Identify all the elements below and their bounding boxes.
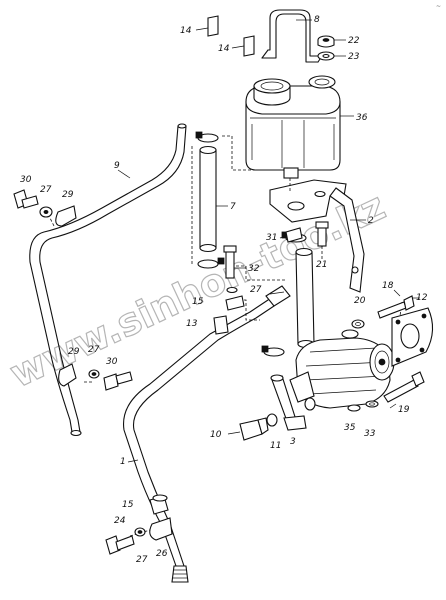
bolt-24 [105, 535, 135, 555]
callout-12: 12 [416, 293, 428, 303]
bolt-32 [223, 245, 238, 294]
callout-10: 10 [210, 430, 222, 440]
washer-23 [317, 51, 335, 61]
callout-3: 3 [290, 437, 296, 447]
hose-7 [199, 145, 217, 253]
nut-22 [317, 35, 335, 48]
callout-labels: 8 14 14 22 23 36 9 30 27 29 7 2 31 21 32… [20, 15, 428, 565]
elbow-fitting-3 [270, 374, 307, 431]
callout-9: 9 [114, 161, 120, 171]
callout-23: 23 [348, 52, 360, 62]
callout-31: 31 [266, 233, 277, 243]
pipe-1-fitting [265, 285, 291, 307]
bolt-30-lower [103, 371, 133, 391]
clip-15-upper [225, 295, 245, 311]
washer-27-lower [88, 369, 100, 379]
callout-33: 33 [364, 429, 376, 439]
washer-35 [347, 404, 361, 412]
callout-27d: 27 [136, 555, 148, 565]
callout-29a: 29 [62, 190, 74, 200]
callout-leaders [117, 19, 420, 463]
callout-1: 1 [120, 457, 126, 467]
strap-bracket [261, 9, 323, 63]
washer-27-bottom [134, 527, 146, 537]
callout-2: 2 [368, 216, 374, 226]
callout-13: 13 [186, 319, 198, 329]
callout-24: 24 [114, 516, 126, 526]
rubber-pad-upper [207, 15, 219, 37]
callout-7: 7 [230, 202, 236, 212]
callout-20: 20 [354, 296, 366, 306]
o-ring-11 [266, 397, 316, 427]
callout-18: 18 [382, 281, 394, 291]
washer-33 [365, 400, 379, 408]
bolt-30-upper [13, 189, 39, 209]
callout-8: 8 [314, 15, 320, 25]
pad-13 [213, 315, 229, 335]
washer-20 [351, 319, 365, 329]
reservoir-tank [245, 75, 341, 179]
callout-14b: 14 [218, 44, 230, 54]
corner-mark: ~ [436, 3, 441, 10]
callout-29b: 29 [68, 347, 80, 357]
plug-10 [239, 417, 269, 441]
clamp-29-lower [58, 363, 77, 387]
mounting-bracket [269, 179, 365, 293]
flange-12 [391, 307, 434, 367]
clip-15-lower [149, 494, 169, 515]
callout-35: 35 [344, 423, 356, 433]
callout-15b: 15 [122, 500, 134, 510]
callout-19: 19 [398, 405, 410, 415]
callout-26: 26 [156, 549, 168, 559]
bolt-19 [383, 371, 425, 403]
hose-clamp-upper [195, 131, 219, 143]
callout-32: 32 [248, 264, 260, 274]
clamp-29-upper [55, 205, 77, 227]
rubber-pad-lower [243, 35, 255, 57]
hose-clamp-lower [197, 257, 225, 269]
bolt-18 [377, 295, 415, 319]
callout-36: 36 [356, 113, 368, 123]
callout-21: 21 [316, 260, 327, 270]
callout-30a: 30 [20, 175, 32, 185]
callout-14a: 14 [180, 26, 192, 36]
bolt-31 [285, 227, 303, 243]
callout-27a: 27 [40, 185, 52, 195]
callout-15a: 15 [192, 297, 204, 307]
pipe-1 [122, 299, 275, 583]
hose-21 [295, 247, 315, 349]
hose-clamp-pump [261, 345, 285, 357]
callout-30b: 30 [106, 357, 118, 367]
clamp-26 [149, 517, 173, 541]
bolt-21 [315, 221, 329, 247]
washer-27-upper [39, 206, 53, 218]
power-steering-pump [289, 329, 395, 409]
callout-27b: 27 [250, 285, 262, 295]
callout-22: 22 [348, 36, 360, 46]
callout-11: 11 [270, 441, 281, 451]
callout-27c: 27 [88, 345, 100, 355]
